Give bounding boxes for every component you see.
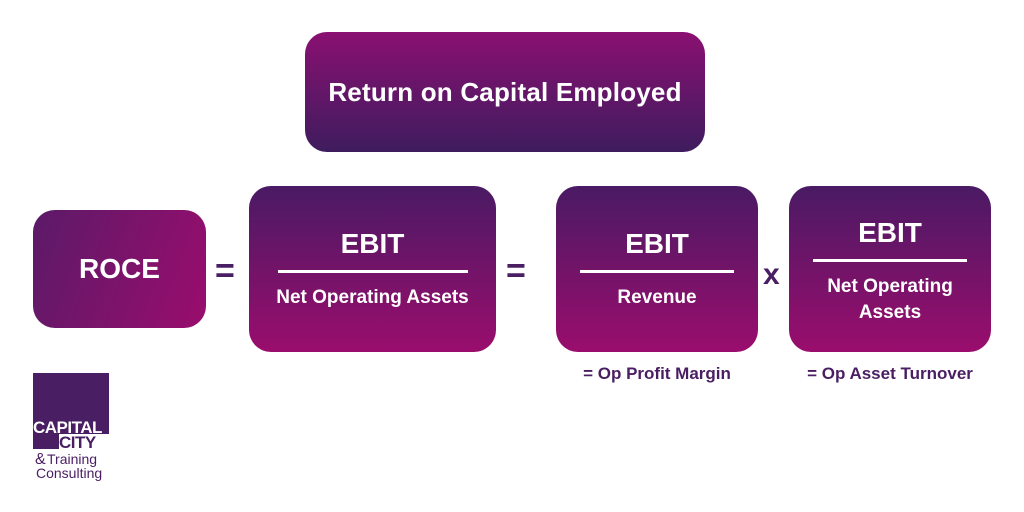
op-profit-margin-caption: = Op Profit Margin (583, 364, 731, 383)
capital-city-logo: CAPITAL CITY & Training Consulting (33, 373, 113, 483)
multiply-sign: x (763, 258, 780, 291)
fraction-2-bar (580, 269, 734, 273)
fraction-ebit-net-operating-assets: EBIT Net Operating Assets (249, 186, 496, 352)
fraction-2-denominator: Revenue (617, 286, 697, 308)
equals-sign-1: = (215, 252, 235, 290)
logo-city-background (59, 434, 109, 449)
equals-sign-2: = (506, 252, 526, 290)
fraction-3-bar (813, 258, 967, 262)
fraction-ebit-net-operating-assets-2: EBIT Net Operating Assets (789, 186, 991, 352)
fraction-3-numerator: EBIT (858, 216, 922, 248)
fraction-3-denominator-line1: Net Operating (827, 275, 953, 297)
logo-text-training: Training (47, 451, 98, 467)
op-asset-turnover-caption: = Op Asset Turnover (807, 364, 973, 383)
title-box: Return on Capital Employed (305, 32, 705, 152)
fraction-1-bar (277, 269, 468, 273)
roce-label: ROCE (79, 253, 160, 284)
fraction-3-denominator-line2: Assets (858, 301, 922, 323)
diagram-title: Return on Capital Employed (328, 76, 682, 107)
logo-ampersand: & (35, 451, 46, 468)
fraction-1-denominator: Net Operating Assets (276, 286, 469, 308)
logo-text-capital: CAPITAL (33, 418, 102, 437)
fraction-ebit-revenue: EBIT Revenue (556, 186, 758, 352)
logo-text-consulting: Consulting (36, 465, 103, 481)
fraction-2-numerator: EBIT (625, 227, 689, 259)
fraction-1-numerator: EBIT (340, 227, 405, 259)
logo-text-city: CITY (59, 433, 96, 452)
roce-box: ROCE (33, 210, 206, 328)
